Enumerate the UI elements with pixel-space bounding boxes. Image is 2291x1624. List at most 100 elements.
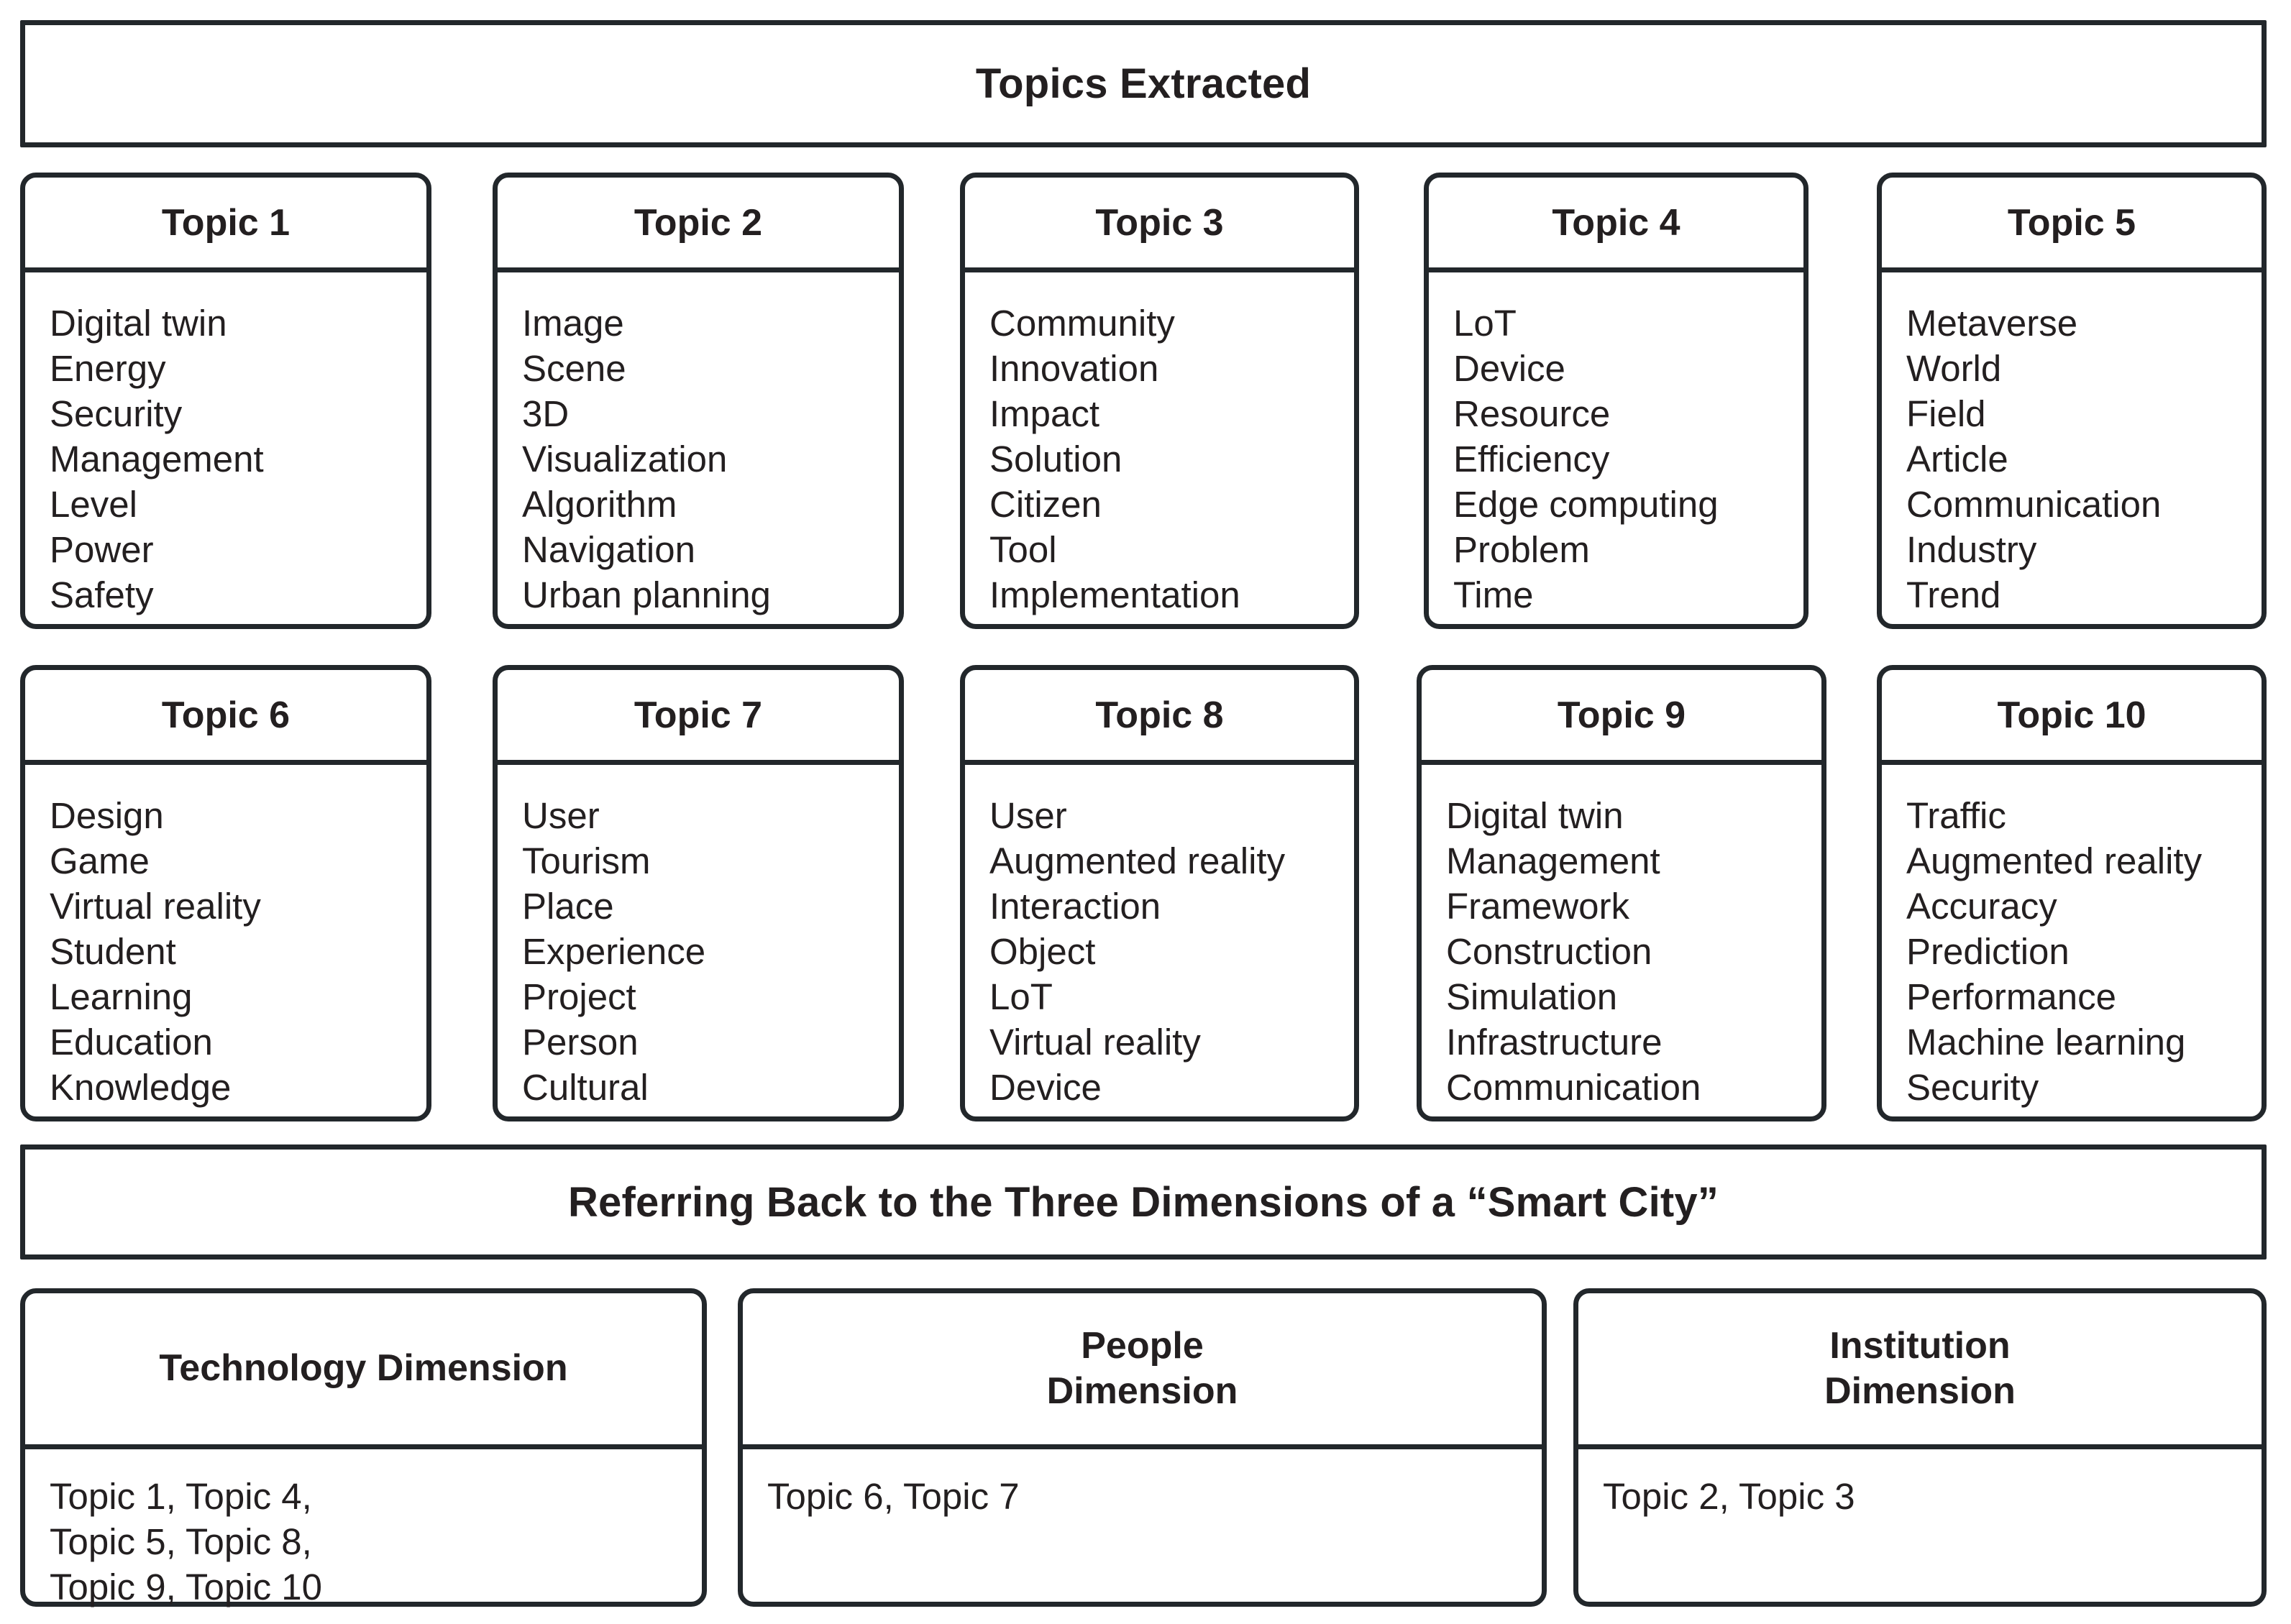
keyword: Interaction [989,885,1161,927]
keyword: Digital twin [50,303,227,344]
topic-card-5[interactable]: Topic 5 Metaverse World Field Article Co… [1877,173,2267,629]
dimension-title: People Dimension [743,1293,1542,1449]
keyword: User [989,795,1067,836]
keyword: Image [522,303,624,344]
keyword: Industry [1906,528,2037,570]
keyword: Communication [1446,1066,1701,1108]
topic-card-6[interactable]: Topic 6 Design Game Virtual reality Stud… [20,665,431,1121]
keyword: Project [522,976,636,1017]
keyword: Management [1446,840,1660,881]
keyword: Design [50,795,164,836]
dimension-title: Institution Dimension [1578,1293,2262,1449]
topic-keyword-list: User Augmented reality Interaction Objec… [965,765,1354,1116]
keyword: Time [1453,574,1534,615]
dimension-topic-line: Topic 5, Topic 8, [50,1521,312,1563]
dimension-topic-list: Topic 1, Topic 4, Topic 5, Topic 8, Topi… [25,1449,702,1610]
topic-keyword-list: Design Game Virtual reality Student Lear… [25,765,426,1116]
topic-keyword-list: Image Scene 3D Visualization Algorithm N… [498,272,899,624]
keyword: Power [50,528,154,570]
dimension-topic-line: Topic 1, Topic 4, [50,1476,312,1517]
topic-card-title: Topic 10 [1882,670,2262,765]
keyword: Virtual reality [50,885,261,927]
keyword: Security [50,393,183,434]
keyword: Urban planning [522,574,771,615]
keyword: Device [1453,347,1565,389]
topic-card-4[interactable]: Topic 4 LoT Device Resource Efficiency E… [1424,173,1808,629]
keyword: Machine learning [1906,1021,2186,1063]
keyword: Impact [989,393,1100,434]
dimension-card-institution[interactable]: Institution Dimension Topic 2, Topic 3 [1573,1288,2267,1607]
dimension-card-technology[interactable]: Technology Dimension Topic 1, Topic 4, T… [20,1288,707,1607]
topics-extracted-header-box: Topics Extracted [20,20,2267,147]
topic-card-title: Topic 6 [25,670,426,765]
dimension-topic-list: Topic 2, Topic 3 [1578,1449,2262,1602]
keyword: Citizen [989,483,1102,525]
keyword: Edge computing [1453,483,1719,525]
dimension-card-people[interactable]: People Dimension Topic 6, Topic 7 [738,1288,1547,1607]
dimension-topic-line: Topic 2, Topic 3 [1603,1476,1855,1517]
keyword: 3D [522,393,570,434]
keyword: Traffic [1906,795,2006,836]
topic-card-10[interactable]: Topic 10 Traffic Augmented reality Accur… [1877,665,2267,1121]
keyword: Efficiency [1453,438,1610,480]
keyword: Student [50,930,176,972]
three-dimensions-banner-box: Referring Back to the Three Dimensions o… [20,1144,2267,1260]
keyword: Object [989,930,1096,972]
topic-card-7[interactable]: Topic 7 User Tourism Place Experience Pr… [493,665,904,1121]
keyword: Device [989,1066,1102,1108]
keyword: Algorithm [522,483,677,525]
topic-keyword-list: LoT Device Resource Efficiency Edge comp… [1429,272,1803,624]
keyword: Learning [50,976,193,1017]
keyword: World [1906,347,2002,389]
keyword: Implementation [989,574,1240,615]
keyword: Level [50,483,137,525]
keyword: Safety [50,574,154,615]
keyword: Article [1906,438,2008,480]
keyword: Simulation [1446,976,1618,1017]
keyword: Experience [522,930,706,972]
keyword: Scene [522,347,626,389]
topic-card-title: Topic 1 [25,178,426,272]
keyword: Problem [1453,528,1590,570]
topic-keyword-list: Community Innovation Impact Solution Cit… [965,272,1354,624]
keyword: Infrastructure [1446,1021,1663,1063]
topic-card-8[interactable]: Topic 8 User Augmented reality Interacti… [960,665,1359,1121]
topic-keyword-list: Digital twin Energy Security Management … [25,272,426,624]
keyword: LoT [989,976,1053,1017]
keyword: Person [522,1021,639,1063]
keyword: Virtual reality [989,1021,1201,1063]
keyword: Security [1906,1066,2039,1108]
keyword: Prediction [1906,930,2070,972]
keyword: Augmented reality [1906,840,2203,881]
topic-card-9[interactable]: Topic 9 Digital twin Management Framewor… [1417,665,1826,1121]
keyword: Resource [1453,393,1611,434]
keyword: Construction [1446,930,1652,972]
keyword: Augmented reality [989,840,1286,881]
dimension-title: Technology Dimension [25,1293,702,1449]
keyword: Framework [1446,885,1630,927]
topic-card-title: Topic 8 [965,670,1354,765]
keyword: Navigation [522,528,695,570]
topic-card-3[interactable]: Topic 3 Community Innovation Impact Solu… [960,173,1359,629]
keyword: Game [50,840,150,881]
keyword: Digital twin [1446,795,1624,836]
topic-card-1[interactable]: Topic 1 Digital twin Energy Security Man… [20,173,431,629]
keyword: Education [50,1021,213,1063]
keyword: Innovation [989,347,1159,389]
banner-title: Referring Back to the Three Dimensions o… [567,1178,1719,1226]
keyword: Field [1906,393,1986,434]
keyword: Trend [1906,574,2001,615]
keyword: Place [522,885,614,927]
keyword: Management [50,438,264,480]
topic-keyword-list: Digital twin Management Framework Constr… [1422,765,1821,1116]
keyword: Knowledge [50,1066,232,1108]
keyword: Cultural [522,1066,649,1108]
keyword: Solution [989,438,1122,480]
keyword: LoT [1453,303,1517,344]
keyword: Performance [1906,976,2116,1017]
dimension-topic-list: Topic 6, Topic 7 [743,1449,1542,1602]
topic-card-title: Topic 7 [498,670,899,765]
topic-card-2[interactable]: Topic 2 Image Scene 3D Visualization Alg… [493,173,904,629]
topic-card-title: Topic 5 [1882,178,2262,272]
